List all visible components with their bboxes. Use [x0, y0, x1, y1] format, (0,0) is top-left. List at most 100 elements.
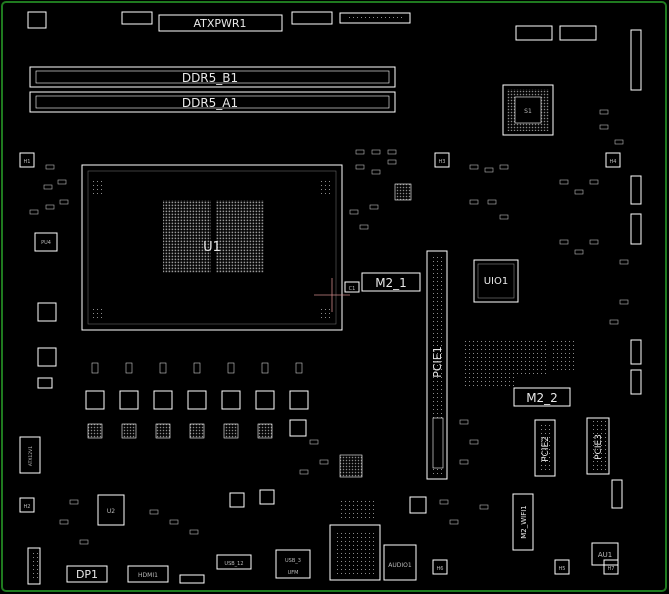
ddr5-a1-inner	[35, 95, 390, 109]
left-bottom-header	[27, 547, 41, 585]
h6-label: H6	[437, 566, 444, 572]
lan-port	[329, 524, 381, 581]
bottom-chip-1	[409, 496, 427, 514]
h7-label: H7	[608, 566, 615, 572]
left-component-1	[37, 302, 57, 322]
bottom-cap-cluster	[340, 500, 374, 518]
m2-2-label: M2_2	[526, 391, 558, 405]
usb-12-port	[216, 554, 252, 570]
usb-3-port	[275, 549, 311, 579]
mount-hole-h5	[554, 559, 570, 575]
audio1-label: AUDIO1	[388, 562, 412, 569]
u2-label: U2	[107, 508, 115, 515]
bottom-chip-2	[229, 492, 245, 508]
atx12v-connector	[19, 436, 41, 474]
c1-component	[344, 281, 360, 293]
u2-chip	[97, 494, 125, 526]
uio1-label: UIO1	[484, 276, 509, 287]
cpu-corner-br	[318, 306, 332, 320]
mount-hole-h2	[19, 497, 35, 513]
cpu-ball-grid-left	[163, 200, 211, 273]
m2-wifi-label: M2_WIFI1	[520, 505, 528, 539]
fan-header-2	[559, 25, 597, 41]
audio1-jack	[383, 544, 417, 581]
dp1-label: DP1	[76, 568, 98, 581]
usb-3-label: USB_3	[285, 558, 301, 564]
mount-hole-h4	[605, 152, 621, 168]
au1-chip	[591, 542, 619, 566]
right-bottom-header	[611, 479, 623, 509]
mount-hole-h3	[434, 152, 450, 168]
atxpwr-connector	[158, 14, 283, 32]
au1-label: AU1	[598, 551, 612, 559]
vrm-inductors	[85, 390, 309, 410]
uio1-chip	[473, 259, 519, 303]
pcie2-label: PCIE2	[541, 436, 551, 462]
left-component-2	[37, 347, 57, 367]
cpu-ball-grid-right	[216, 200, 264, 273]
mount-hole-h6	[432, 559, 448, 575]
superio-chip-core	[514, 96, 542, 124]
cpu-corner-tr	[318, 180, 332, 194]
pcie3-pins	[590, 421, 606, 471]
mount-hole-h7	[603, 559, 619, 575]
m2-1-connector	[361, 272, 421, 292]
h1-label: H1	[24, 159, 31, 165]
hdmi1-port	[127, 565, 169, 583]
m2-wifi-connector	[512, 493, 534, 551]
lan-port-pins	[336, 531, 374, 574]
right-edge-header-1	[630, 29, 642, 91]
chipset-controller	[339, 454, 363, 478]
left-component-3	[37, 377, 53, 389]
ddr5-a1-slot	[29, 91, 396, 113]
dp1-port	[66, 565, 108, 583]
bottom-chip-3	[259, 489, 275, 505]
m2-2-connector	[513, 387, 571, 407]
ddr5-a1-label: DDR5_A1	[182, 96, 238, 110]
fan-header-1	[515, 25, 553, 41]
cpu-corner-tl	[90, 180, 104, 194]
top-header-4	[339, 12, 411, 24]
h3-label: H3	[439, 159, 446, 165]
ddr5-b1-label: DDR5_B1	[182, 71, 238, 85]
scattered-passives	[29, 109, 629, 545]
pcie3-slot	[586, 417, 610, 475]
pcie3-label: PCIE3	[594, 434, 604, 460]
top-left-header	[27, 11, 47, 29]
right-edge-header-5	[630, 369, 642, 395]
cpu-socket-inner	[87, 170, 337, 325]
pcie2-pins	[538, 423, 552, 473]
pcie2-slot	[534, 419, 556, 477]
right-edge-header-2	[630, 175, 642, 205]
c1-label: C1	[349, 286, 356, 292]
ddr5-b1-inner	[35, 70, 390, 84]
ddr5-b1-slot	[29, 66, 396, 88]
hdmi1-label: HDMI1	[138, 572, 158, 579]
vrm-mosfets	[87, 419, 307, 439]
pcie1-key	[432, 417, 444, 469]
left-bottom-header-pins	[30, 551, 38, 581]
usb-12-label: USB_12	[224, 561, 243, 567]
pcie1-label: PCIE1	[431, 346, 444, 378]
vrm-small-caps	[91, 362, 303, 374]
h2-label: H2	[24, 504, 31, 510]
cpu-corner-bl	[90, 306, 104, 320]
h5-label: H5	[559, 566, 566, 572]
top-header-3	[291, 11, 333, 25]
right-cap-array	[465, 340, 576, 386]
atx12v-label: ATX12V1	[28, 446, 34, 466]
cpu-socket	[81, 164, 343, 331]
pu4-chip	[34, 232, 58, 252]
h4-label: H4	[610, 159, 617, 165]
right-edge-header-4	[630, 339, 642, 365]
center-chip-1	[394, 183, 412, 201]
top-header-2	[121, 11, 153, 25]
superio-chip	[502, 84, 554, 136]
top-header-4-pins	[347, 15, 403, 21]
s1-label: S1	[524, 108, 532, 115]
pu4-label: PU4	[41, 240, 51, 246]
mount-hole-h1	[19, 152, 35, 168]
right-edge-header-3	[630, 213, 642, 245]
